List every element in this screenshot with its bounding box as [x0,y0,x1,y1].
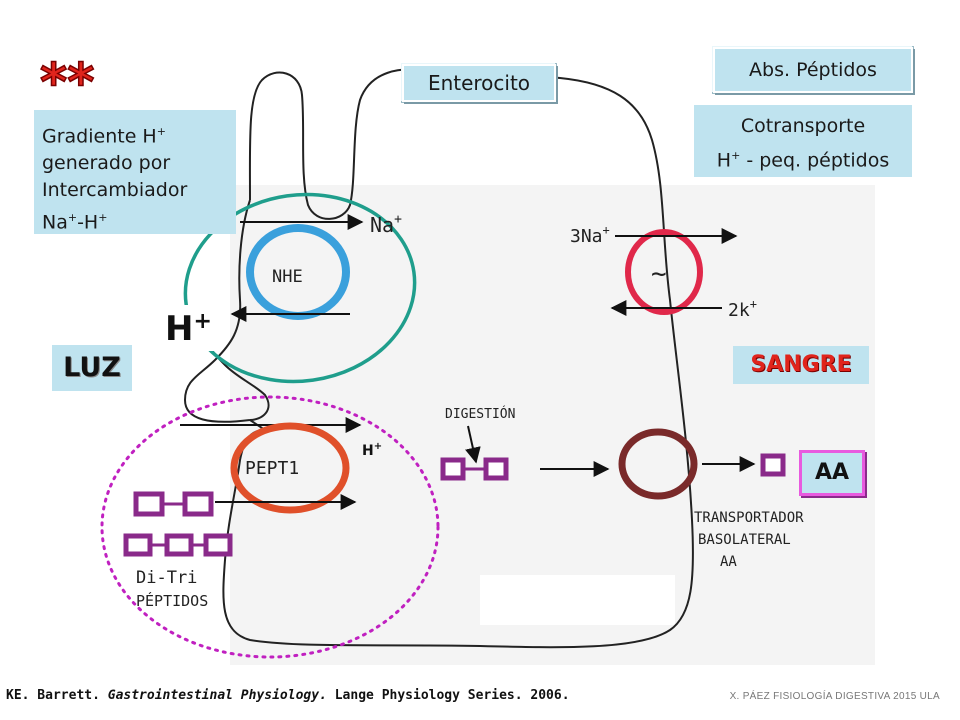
nhe-exchanger-ring [246,224,350,320]
gradient-line-3: Intercambiador [42,179,188,202]
abs-peptidos-button[interactable]: Abs. Péptidos [713,47,913,93]
aa-text: AA [814,460,850,485]
cotransport-info-box: Cotransporte H+ - peq. péptidos [694,105,912,177]
nhe-highlight-ellipse [183,192,417,384]
credit: X. PÁEZ FISIOLOGÍA DIGESTIVA 2015 ULA [729,691,940,702]
di-tri-label: Di-Tri [136,568,197,588]
aa-blood-box [760,453,786,477]
na-k-pump-ring [625,229,703,315]
gradient-line-1: Gradiente H+ [42,125,166,148]
highlight-stars: ** [40,53,94,113]
diagram-canvas: NHE Na+ H+ ~ 3Na+ 2k+ PEPT1 H+ [39,52,875,665]
basolateral-transporter-ring [618,428,698,500]
luminal-membrane-upper [183,199,251,423]
enterocito-label: Enterocito [402,64,556,102]
na-label: Na+ [370,212,402,237]
pept1-label: PEPT1 [245,458,299,479]
cotransport-line-1: Cotransporte [740,115,866,137]
pump-symbol: ~ [651,259,667,289]
pept1-transporter-ring [230,422,350,514]
transporter-label-2: BASOLATERAL [698,532,791,548]
cotransport-line-2: H+ - peq. péptidos [716,149,890,172]
citation: KE. Barrett. Gastrointestinal Physiology… [6,688,570,703]
aa-badge: AA [799,450,865,496]
sangre-label: SANGRE [733,346,869,384]
digestion-arrow [465,425,481,464]
tripeptide-lumen [123,533,233,557]
background-patch-2 [480,575,675,625]
gradient-line-2: generado por [42,152,171,175]
small-h-label: H+ [362,441,382,459]
luz-label: LUZ [52,345,132,391]
gradient-line-4: Na+-H+ [42,211,108,234]
enterocito-text: Enterocito [427,71,531,95]
lumen-peptides-ellipse [100,395,440,659]
dipeptide-lumen [133,491,214,517]
gradient-info-box: Gradiente H+ generado por Intercambiador… [34,110,236,234]
abs-peptidos-text: Abs. Péptidos [749,59,877,81]
big-h-backdrop [148,305,218,351]
digestion-label: DIGESTIÓN [445,406,515,422]
three-na-label: 3Na+ [570,223,610,247]
peptidos-label: PÉPTIDOS [136,591,208,610]
transporter-label-3: AA [720,554,737,570]
sangre-text: SANGRE [750,352,852,377]
enterocyte-outline [222,68,694,649]
nhe-label: NHE [272,267,303,287]
big-h-label: H+ [165,309,212,349]
luz-text: LUZ [63,352,121,383]
two-k-label: 2k+ [728,297,757,321]
dipeptide-cytosol [440,457,509,481]
transporter-label-1: TRANSPORTADOR [694,510,804,526]
